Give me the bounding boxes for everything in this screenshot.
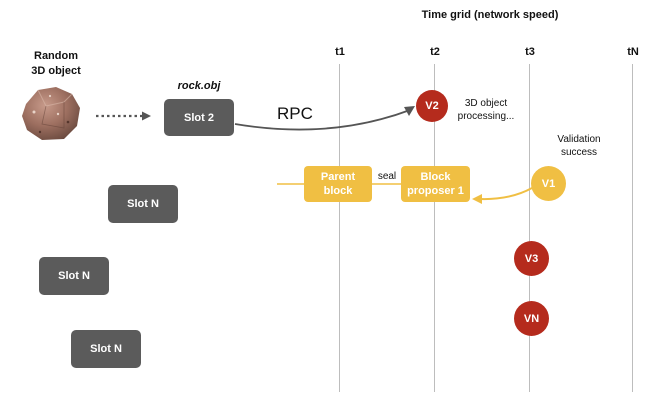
validation-note-line2: success [560,147,598,158]
tick-t3: t3 [525,46,535,58]
rpc-arrow [234,109,411,131]
slot-n-1: Slot N [108,185,178,223]
random-object-title: Random 3D object [18,49,94,79]
validation-arrowhead [472,194,482,204]
parent-block: Parent block [304,166,372,202]
validator-v1: V1 [531,166,566,201]
block-proposer-line2: proposer 1 [407,185,464,197]
dotted-arrow [96,111,151,121]
seal-label: seal [377,171,397,182]
block-proposer: Block proposer 1 [401,166,470,202]
processing-note-line1: 3D object [464,98,508,109]
slot-n-3: Slot N [71,330,141,368]
tick-t2: t2 [430,46,440,58]
slot-n-2: Slot N [39,257,109,295]
rock-image [22,87,80,140]
parent-block-line2: block [323,185,353,197]
grid-line-t2 [434,64,435,392]
grid-line-t3 [529,64,530,392]
parent-block-line1: Parent [320,171,356,183]
tick-t1: t1 [335,46,345,58]
validator-v2: V2 [416,90,448,122]
random-object-title-line2: 3D object [31,65,81,77]
processing-note-line2: processing... [457,111,515,122]
time-grid-title: Time grid (network speed) [421,9,559,21]
random-object-title-line1: Random [34,50,78,62]
validation-note-line1: Validation [557,134,601,145]
rpc-arrowhead [404,106,415,116]
validation-arrow [479,187,533,201]
validator-v3: V3 [514,241,549,276]
rock-filename: rock.obj [177,80,221,92]
grid-line-tn [632,64,633,392]
grid-line-t1 [339,64,340,392]
tick-tn: tN [627,46,639,58]
block-proposer-line1: Block [420,171,451,183]
validator-vn: VN [514,301,549,336]
slot-2: Slot 2 [164,99,234,136]
validation-note: Validation success [546,133,612,159]
rpc-label: RPC [277,104,313,123]
processing-note: 3D object processing... [453,97,519,123]
